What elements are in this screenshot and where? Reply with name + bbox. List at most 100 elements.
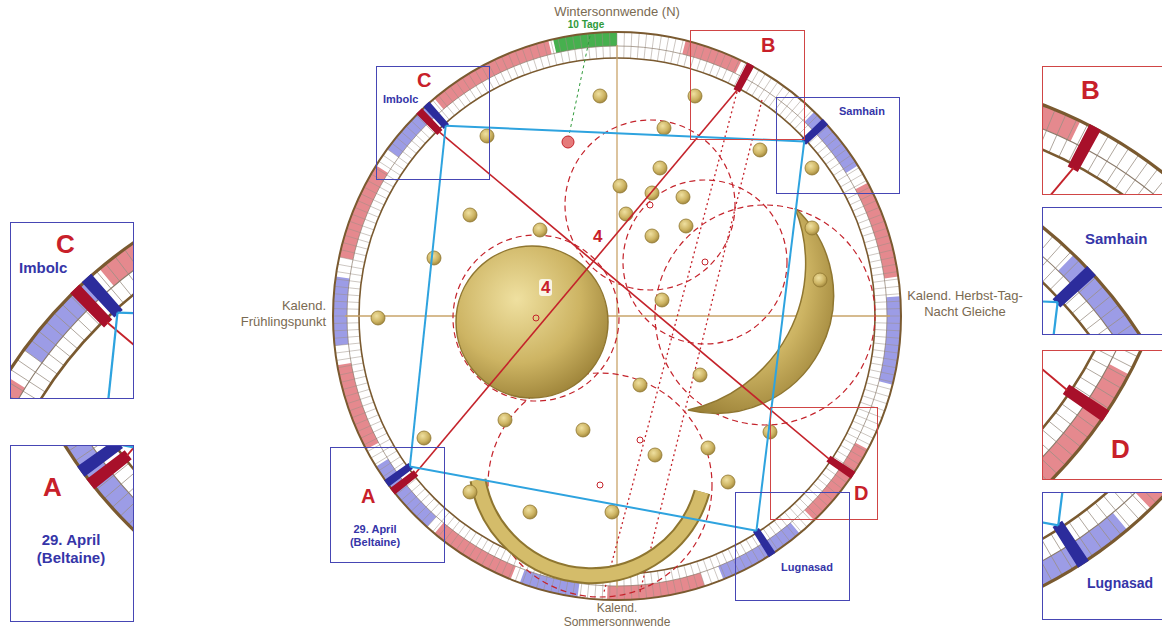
ring-divider: [18, 445, 134, 622]
calendar-point-label: Kalend. Frühlingspunkt: [226, 298, 326, 331]
festival-box: CImbolc: [376, 66, 490, 180]
ring-segment: [434, 40, 551, 109]
festival-box: Samhain: [776, 97, 900, 194]
magnified-inset: [10, 222, 134, 399]
ring-marker: [753, 528, 776, 557]
inset-zoom: [10, 222, 134, 399]
star: [613, 179, 627, 193]
point-letter: C: [56, 231, 75, 257]
festival-box: Lugnasad: [735, 492, 850, 601]
star: [655, 293, 669, 307]
star: [427, 251, 441, 265]
calendar-point-label: Kalend. Herbst-Tag-Nacht Gleiche: [905, 288, 1025, 319]
star: [679, 219, 693, 233]
inset-line: [1042, 287, 1098, 335]
inset-line: [107, 322, 134, 399]
ring-marker: [1053, 266, 1096, 308]
magnified-inset: [1042, 492, 1162, 620]
solstice-point: [562, 136, 574, 148]
star: [523, 505, 537, 519]
point-letter: B: [1081, 77, 1100, 103]
inset-box: Samhain: [1042, 207, 1162, 335]
calendar-ring: [1042, 350, 1162, 480]
inset-line: [1042, 168, 1073, 195]
ring-ticks: [10, 445, 134, 622]
festival-box: A29. April (Beltaine): [330, 447, 445, 563]
festival-name: Samhain: [839, 105, 885, 118]
ring-marker: [1053, 521, 1089, 568]
ring-segment: [879, 296, 901, 385]
point-letter: D: [1111, 436, 1130, 462]
ring-inner-edge: [1042, 207, 1162, 335]
center-mark: [637, 437, 643, 443]
calendar-ring: [1042, 492, 1162, 620]
star: [701, 441, 715, 455]
ring-ticks: [10, 222, 134, 399]
inset-zoom: [1042, 492, 1162, 620]
center-mark: [533, 315, 539, 321]
ring-divider: [10, 222, 134, 399]
ring-marker: [423, 102, 449, 129]
star: [688, 89, 702, 103]
solstice-line: [568, 36, 590, 140]
star: [371, 311, 385, 325]
center-mark: [702, 259, 708, 265]
ring-outer-edge: [1042, 75, 1162, 195]
star: [463, 208, 477, 222]
calendar-ring: [1042, 75, 1162, 195]
star: [805, 161, 819, 175]
inset-line: [1042, 277, 1058, 302]
inset-line: [1042, 350, 1067, 390]
star: [657, 121, 671, 135]
callout-number: 4: [591, 228, 604, 245]
point-box: D: [770, 407, 878, 520]
ring-ticks: [1042, 492, 1162, 620]
festival-name: Lugnasad: [1087, 575, 1153, 592]
center-mark: [597, 482, 603, 488]
calendar-ring: [10, 445, 134, 622]
inset-box: A29. April (Beltaine): [10, 445, 134, 622]
star: [813, 273, 827, 287]
inset-box: B: [1042, 66, 1162, 195]
inset-box: C Imbolc: [10, 222, 134, 399]
ring-marker: [82, 274, 123, 318]
magnified-inset: [10, 445, 134, 622]
ring-segment: [1042, 89, 1080, 142]
ring-divider: [1042, 492, 1162, 614]
festival-name: Imbolc: [19, 259, 67, 277]
star: [593, 89, 607, 103]
inset-ground: [10, 445, 134, 622]
inset-line: [60, 313, 117, 399]
inset-box: D: [1042, 350, 1162, 480]
star: [653, 161, 667, 175]
crescent-moon: [688, 208, 834, 413]
ring-ticks: [333, 32, 901, 600]
inset-zoom: [1042, 350, 1162, 480]
ring-segment: [337, 363, 378, 449]
inset-line: [1042, 492, 1058, 525]
ring-marker: [801, 119, 828, 145]
star: [645, 229, 659, 243]
inset-line: [1058, 492, 1134, 525]
construction-line: [640, 100, 762, 592]
ring-marker: [1063, 385, 1110, 422]
point-letter: C: [417, 70, 431, 90]
ring-outer-edge: [1042, 492, 1162, 620]
ring-marker: [77, 445, 123, 477]
callout-number: 4: [539, 279, 552, 296]
magnified-inset: [1042, 66, 1162, 195]
ring-inner-edge: [1042, 350, 1141, 480]
inset-line: [117, 313, 134, 338]
star: [498, 413, 512, 427]
point-letter: A: [361, 486, 375, 506]
star: [463, 485, 477, 499]
ring-ticks: [1042, 350, 1162, 480]
sun: [456, 246, 608, 398]
center-mark: [647, 202, 653, 208]
calendar-ring: [1042, 207, 1162, 335]
ring-outer-edge: [1042, 350, 1162, 480]
ring-inner-edge: [1042, 492, 1162, 595]
ring-ticks: [1042, 207, 1162, 335]
